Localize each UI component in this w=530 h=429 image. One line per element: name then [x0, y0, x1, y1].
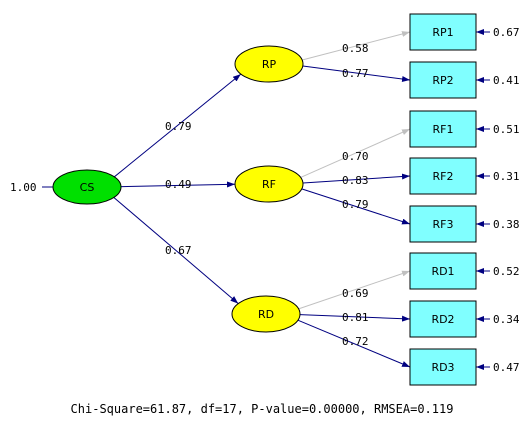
error-variance-rp1: 0.67 — [493, 26, 520, 39]
indicator-rd3 — [409, 348, 477, 386]
error-variance-rd2: 0.34 — [493, 313, 520, 326]
indicator-rd1-label: RD1 — [431, 265, 454, 278]
indicator-rp2-label: RP2 — [432, 74, 453, 87]
indicator-rd2 — [409, 300, 477, 338]
error-variance-rp2: 0.41 — [493, 74, 520, 87]
loading-cs-rp: 0.79 — [165, 120, 192, 133]
latent-rd — [231, 295, 301, 333]
path-cs-rf — [117, 181, 236, 188]
loading-rp1: 0.58 — [342, 42, 369, 55]
path-rd-rd2 — [299, 314, 411, 322]
variable-nodes — [52, 13, 477, 386]
path-rd-rd3 — [297, 319, 411, 368]
loading-rd1: 0.69 — [342, 287, 369, 300]
path-cs-rp — [112, 73, 242, 179]
error-variance-rd1: 0.52 — [493, 265, 520, 278]
path-arrows — [42, 29, 490, 370]
latent-rf — [234, 165, 304, 203]
loading-rf1: 0.70 — [342, 150, 369, 163]
latent-rd-label: RD — [258, 308, 274, 321]
loading-rd3: 0.72 — [342, 335, 369, 348]
error-variance-rf3: 0.38 — [493, 218, 520, 231]
path-cs-rd — [111, 195, 239, 304]
path-rf-rf3 — [301, 188, 411, 225]
indicator-rp2 — [409, 61, 477, 99]
error-variance-rf2: 0.31 — [493, 170, 520, 183]
path-rf-rf2 — [302, 173, 411, 184]
fit-statistics: Chi-Square=61.87, df=17, P-value=0.00000… — [71, 402, 454, 416]
indicator-rf1-label: RF1 — [433, 123, 454, 136]
error-variance-rf1: 0.51 — [493, 123, 520, 136]
indicator-rf3-label: RF3 — [433, 218, 454, 231]
loading-rf3: 0.79 — [342, 198, 369, 211]
latent-rf-label: RF — [262, 178, 276, 191]
indicator-rp1 — [409, 13, 477, 51]
path-rf-rf1 — [300, 128, 411, 178]
latent-rp — [234, 45, 304, 83]
loading-rp2: 0.77 — [342, 67, 369, 80]
indicator-rf2-label: RF2 — [433, 170, 454, 183]
indicator-rp1-label: RP1 — [432, 26, 453, 39]
latent-cs-label: CS — [80, 181, 95, 194]
path-rp-rp2 — [302, 65, 411, 82]
loading-rd2: 0.81 — [342, 311, 369, 324]
indicator-rd3-label: RD3 — [431, 361, 454, 374]
path-rd-rd1 — [298, 270, 411, 310]
indicator-rf2 — [409, 157, 477, 195]
indicator-rf1 — [409, 110, 477, 148]
loading-rf2: 0.83 — [342, 174, 369, 187]
latent-rp-label: RP — [262, 58, 277, 71]
indicator-rd2-label: RD2 — [431, 313, 454, 326]
indicator-rf3 — [409, 205, 477, 243]
path-rp-rp1 — [302, 31, 411, 61]
loading-cs-rd: 0.67 — [165, 244, 192, 257]
variance-label: 1.00 — [10, 181, 37, 194]
loading-cs-rf: 0.49 — [165, 178, 192, 191]
indicator-rd1 — [409, 252, 477, 290]
latent-cs — [52, 169, 122, 205]
error-variance-rd3: 0.47 — [493, 361, 520, 374]
